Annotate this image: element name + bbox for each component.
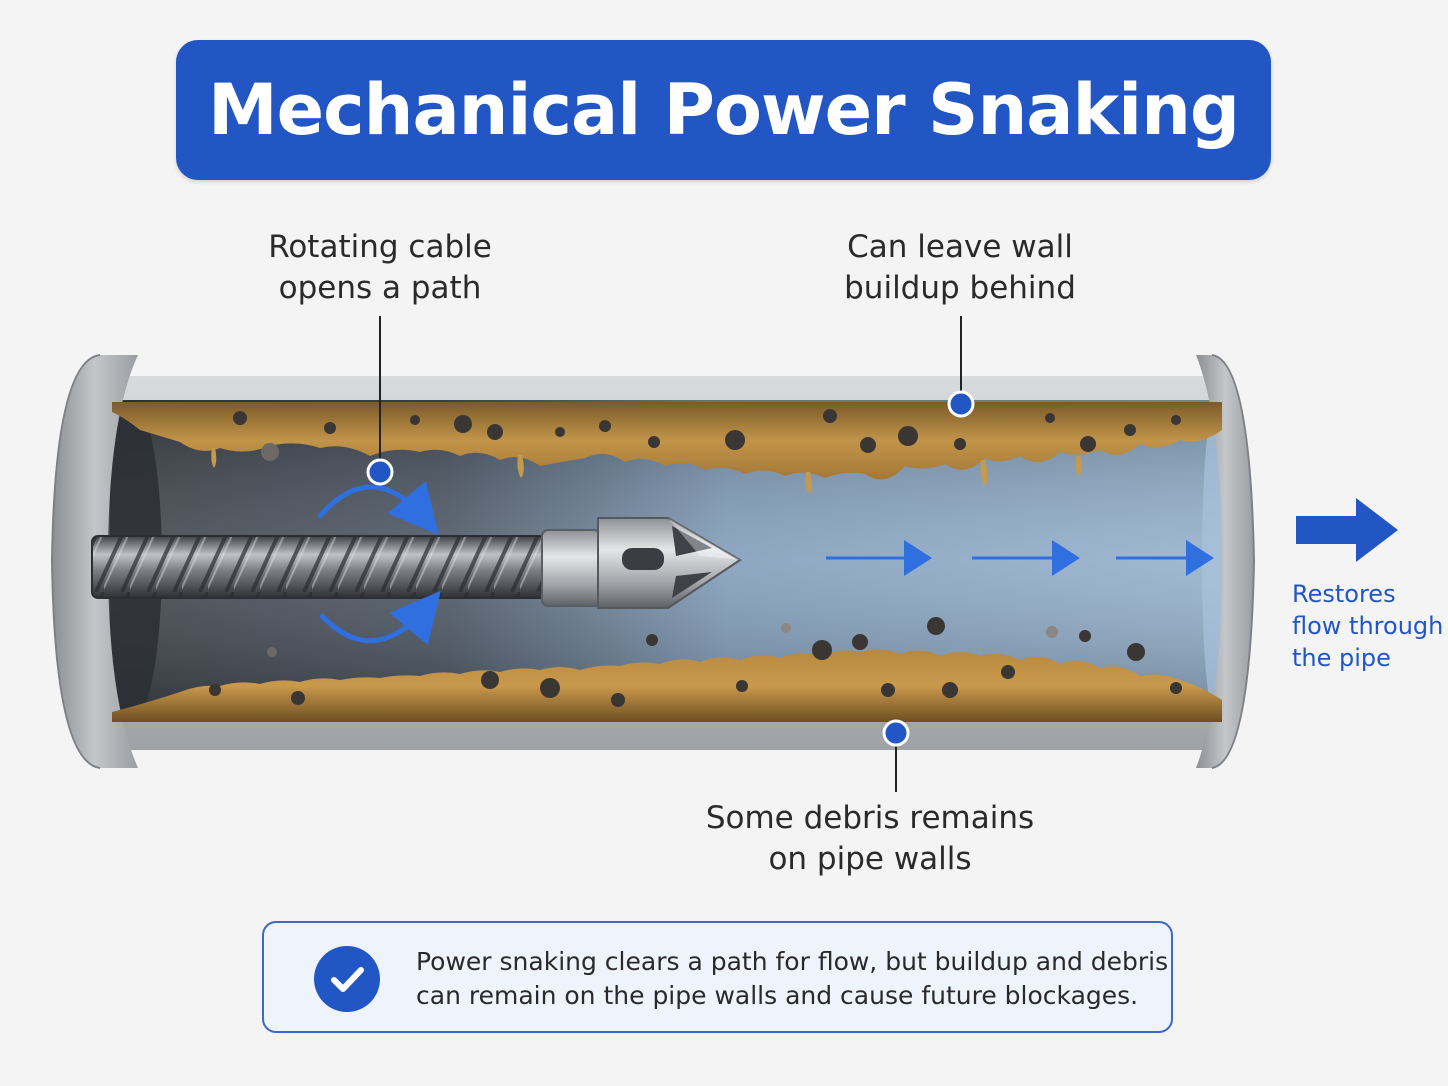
rotating-cable [91, 535, 553, 599]
flow-arrows [826, 540, 1214, 576]
callout-debris-line-2: on pipe walls [768, 841, 972, 877]
cutter-head [541, 517, 742, 609]
callout-debris-remains: Some debris remains on pipe walls [690, 798, 1050, 880]
flow-out-arrow [1296, 498, 1398, 562]
summary-line-2: can remain on the pipe walls and cause f… [416, 981, 1139, 1010]
summary-line-1: Power snaking clears a path for flow, bu… [416, 947, 1169, 976]
callout-cable-line-1: Rotating cable [268, 229, 492, 265]
flow-label-line-3: the pipe [1292, 644, 1391, 672]
pipe-right-rim [1196, 354, 1256, 769]
flow-label-line-2: flow through [1292, 612, 1444, 640]
callout-debris-line-1: Some debris remains [705, 800, 1035, 836]
callout-rotating-cable: Rotating cable opens a path [230, 227, 530, 309]
bottom-wall-buildup [112, 617, 1222, 722]
summary-box: Power snaking clears a path for flow, bu… [262, 921, 1173, 1033]
rotation-arrows [317, 480, 441, 646]
title-banner: Mechanical Power Snaking [176, 40, 1271, 180]
top-wall-buildup [112, 402, 1222, 494]
callout-dots [366, 390, 975, 747]
page-title: Mechanical Power Snaking [207, 69, 1240, 151]
callout-cable-line-2: opens a path [278, 270, 482, 306]
check-circle-icon [314, 946, 380, 1012]
callout-wall-buildup: Can leave wall buildup behind [800, 227, 1120, 309]
flow-label-line-1: Restores [1292, 580, 1396, 608]
callout-buildup-line-1: Can leave wall [847, 229, 1073, 265]
flow-label: Restores flow through the pipe [1292, 578, 1443, 674]
summary-text: Power snaking clears a path for flow, bu… [416, 945, 1168, 1013]
callout-leaders [379, 316, 962, 792]
callout-buildup-line-2: buildup behind [844, 270, 1076, 306]
